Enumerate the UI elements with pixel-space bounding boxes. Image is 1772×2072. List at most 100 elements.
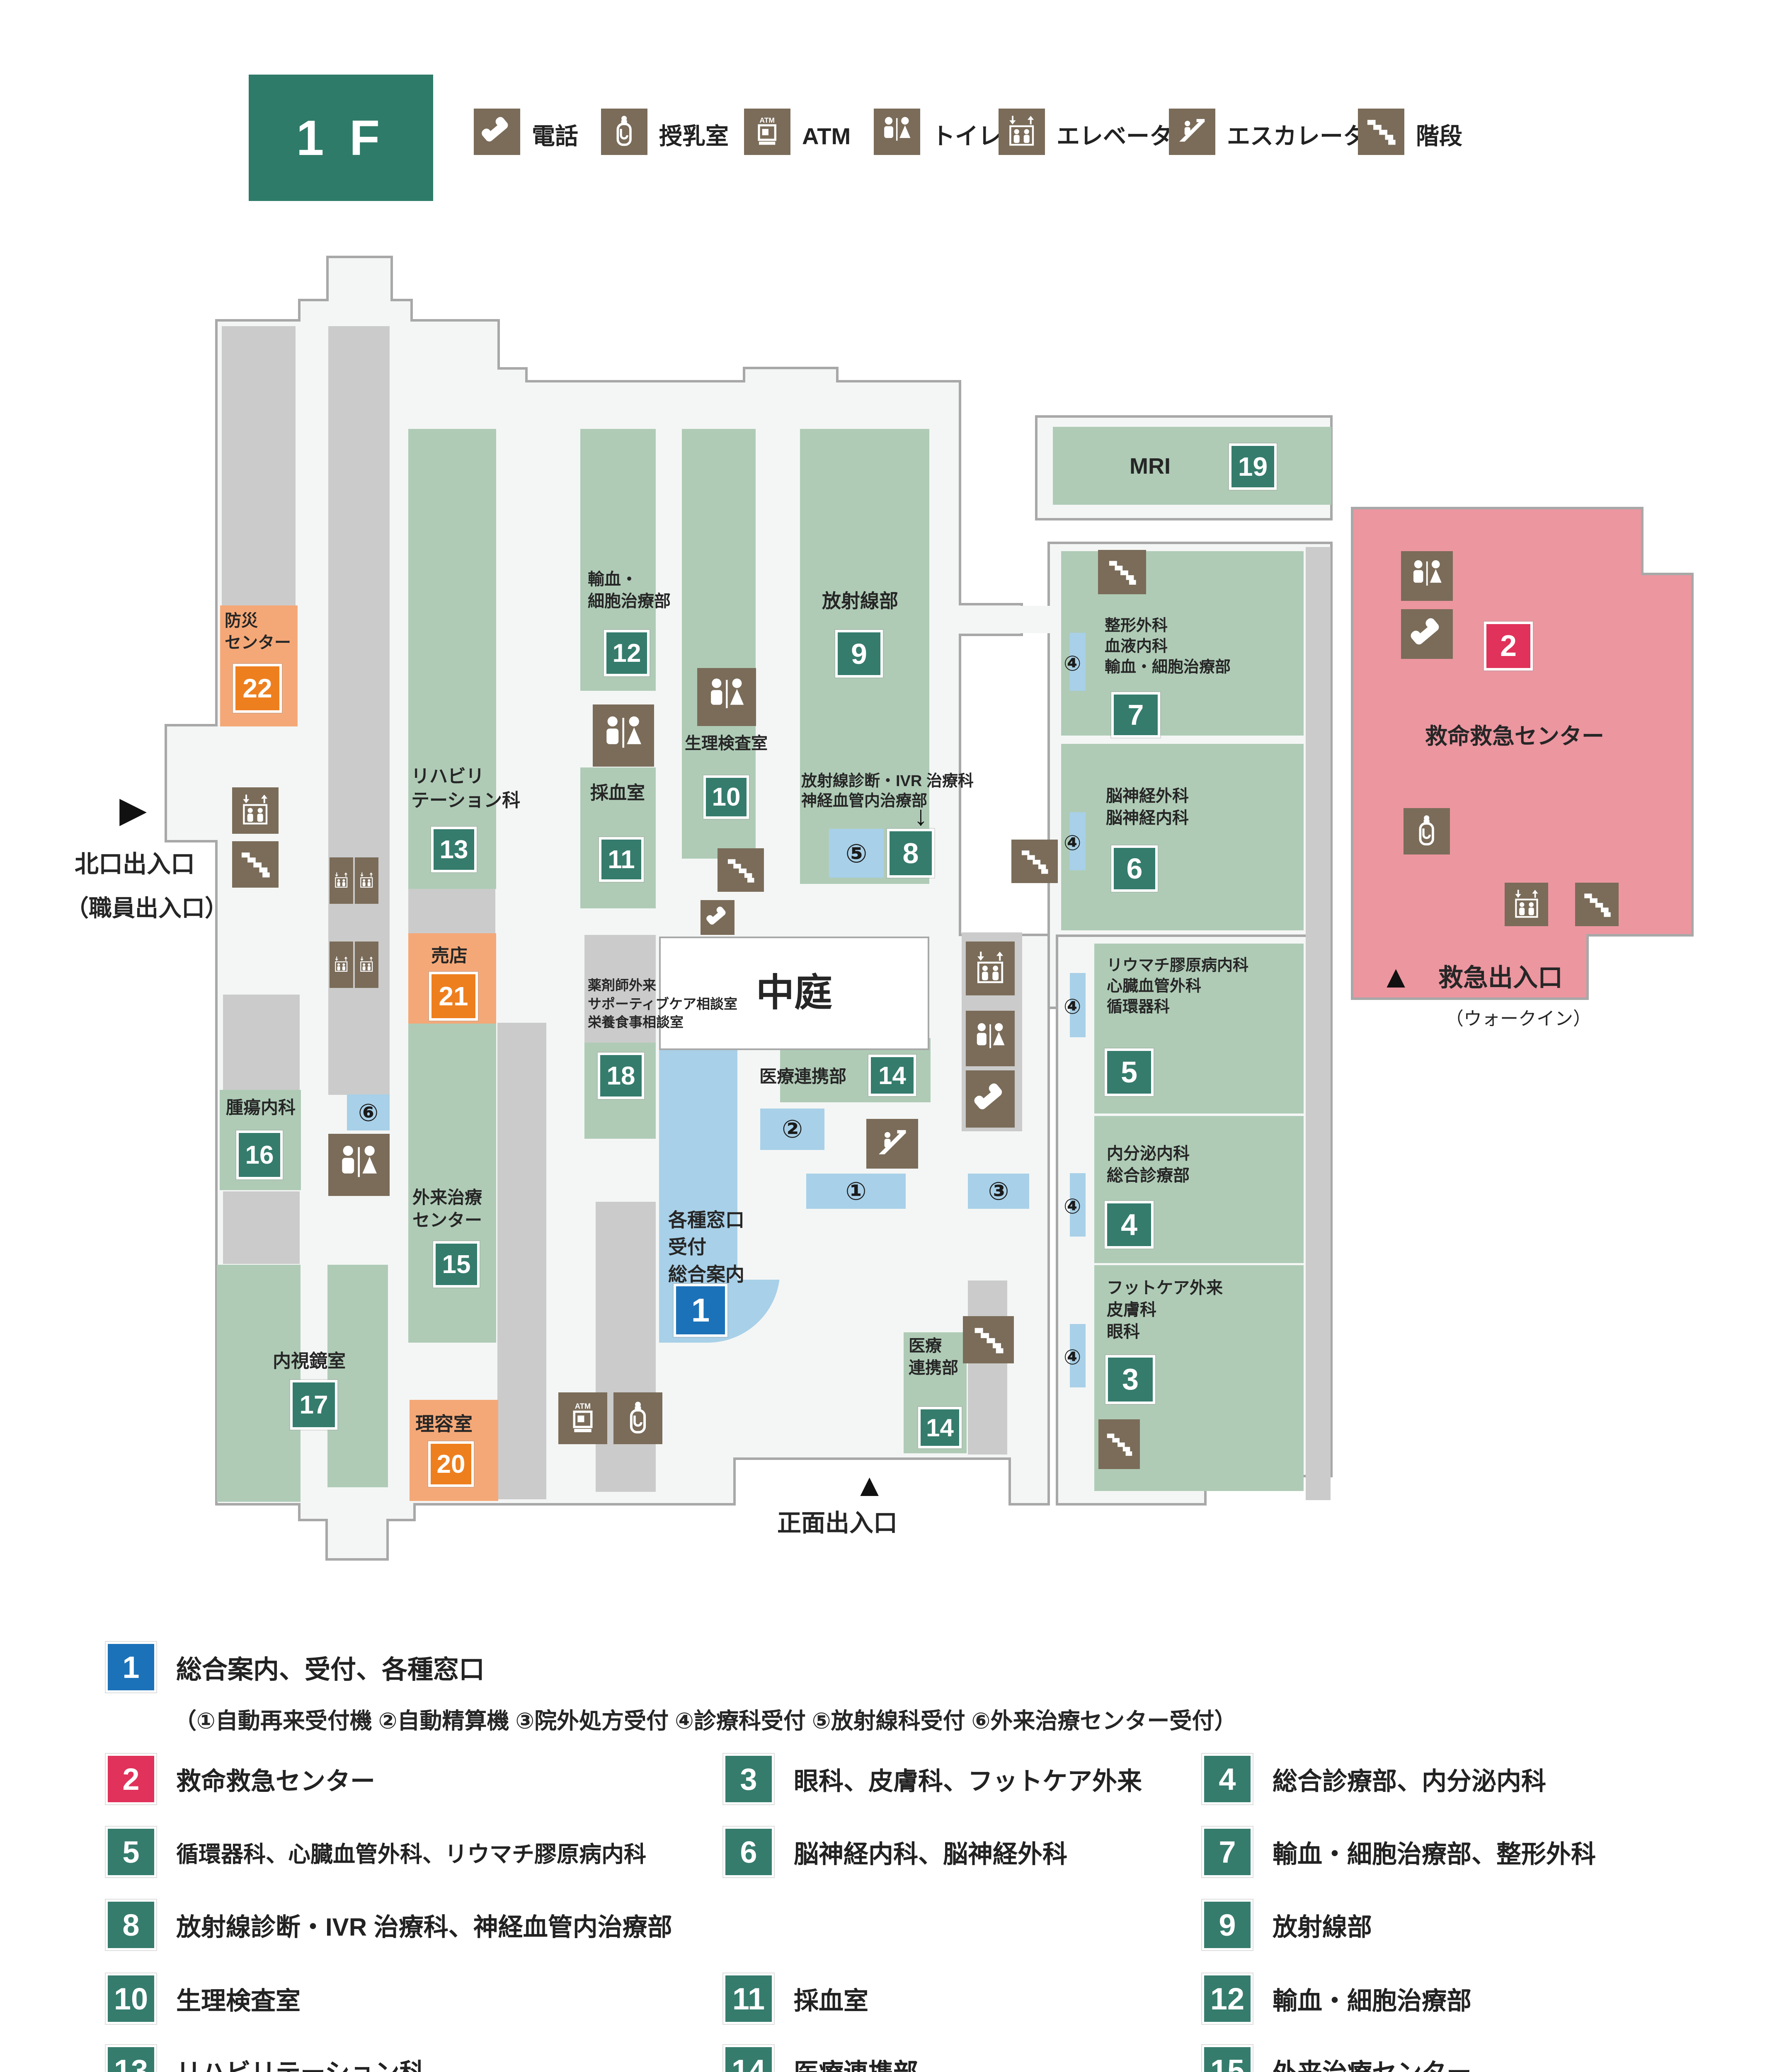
counter-4-strip [1070,1173,1086,1237]
elevator-icon [330,942,353,988]
stairs-icon [963,1316,1014,1363]
room-5-label: リウマチ膠原病内科 心臓血管外科 循環器科 [1107,957,1249,1016]
map-badge-4: 4 [1105,1201,1154,1249]
corridor [497,1023,546,1499]
courtyard-label: 中庭 [756,972,832,1014]
counter-4-strip [1070,973,1086,1037]
legend-badge-7: 7 [1202,1827,1253,1877]
legend-badge-5: 5 [106,1827,156,1877]
corridor [1306,939,1331,1500]
room-13-area [408,429,496,889]
counter-4: ④ [1064,652,1081,675]
room-2-label: 救命救急センター [1425,724,1604,749]
legend-nursing-label: 授乳室 [659,123,729,149]
room-15-area [408,1023,496,1343]
elevator-icon [330,857,353,904]
map-badge-22: 22 [233,664,282,713]
map-badge-9: 9 [835,630,883,678]
room-17-label: 内視鏡室 [273,1351,346,1371]
legend-item-6: 6 脳神経内科、脳神経外科 [723,1827,1067,1877]
legend-badge-14: 14 [723,2045,774,2072]
counter-4: ④ [1064,831,1081,854]
map-badge-10: 10 [703,775,749,819]
stairs-icon [1358,109,1404,155]
stairs-icon [1575,883,1619,926]
legend-badge-1: 1 [106,1642,156,1692]
elevator-icon [966,942,1015,995]
elevator-icon [355,942,378,988]
nursing-room-icon [613,1392,662,1444]
emergency-entrance-sublabel: （ウォークイン） [1445,1009,1591,1029]
room-17-area [217,1265,301,1502]
room-15-label: 外来治療 センター [412,1188,482,1230]
room-21-label: 売店 [431,946,468,966]
stairs-icon [1098,550,1146,594]
room-17-area [327,1265,388,1487]
room-4-label: 内分泌内科 総合診療部 [1107,1145,1190,1185]
legend-badge-4: 4 [1202,1754,1253,1804]
legend-item-15: 15 外来治療センター [1202,2045,1471,2072]
room-12-label: 輸血・ 細胞治療部 [588,570,671,610]
nursing-room-icon [601,109,647,155]
legend-text-1: 総合案内、受付、各種窓口 [176,1656,485,1684]
corridor [584,935,656,1043]
map-badge-1: 1 [674,1284,727,1337]
room-11-label: 採血室 [590,783,645,803]
room-3-label: フットケア外来 皮膚科 眼科 [1107,1279,1223,1341]
legend-item-1: 1 総合案内、受付、各種窓口 [106,1642,485,1692]
stairs-icon [1011,840,1058,883]
map-badge-21: 21 [429,972,478,1021]
legend-badge-15: 15 [1202,2045,1253,2072]
legend-stairs-label: 階段 [1416,123,1462,149]
legend-text-6: 脳神経内科、脳神経外科 [794,1840,1067,1868]
room-14-label: 医療連携部 [759,1067,847,1086]
map-badge-17: 17 [290,1380,337,1430]
main-entrance-arrow-icon: ▲ [854,1468,885,1503]
map-badge-2: 2 [1484,622,1533,670]
corridor [408,889,495,933]
phone-icon [1401,609,1453,659]
room-14b-label: 医療 連携部 [909,1337,958,1377]
legend-item-10: 10 生理検査室 [106,1973,301,2024]
corridor [1306,547,1331,1003]
map-badge-6: 6 [1111,845,1158,892]
counter-6: ⑥ [347,1094,390,1130]
atm-icon [744,109,790,155]
phone-icon [474,109,520,155]
legend-badge-10: 10 [106,1973,156,2024]
stairs-icon [718,848,764,892]
map-badge-3: 3 [1105,1355,1155,1404]
phone-icon [966,1070,1015,1128]
map-badge-14b: 14 [918,1407,962,1448]
courtyard: 中庭 [659,937,929,1050]
counter-4-strip [1070,633,1086,691]
counter-2: ② [760,1109,824,1150]
legend-text-11: 採血室 [794,1987,868,2015]
nursing-room-icon [1404,808,1450,854]
legend-item-11: 11 採血室 [723,1973,868,2024]
counter-4-strip [1070,1324,1086,1387]
counter-4: ④ [1064,1346,1081,1369]
room-16-label: 腫瘍内科 [226,1098,296,1117]
room-20-label: 理容室 [415,1413,473,1435]
legend-text-5: 循環器科、心臓血管外科、リウマチ膠原病内科 [176,1842,646,1867]
escalator-icon [1169,109,1215,155]
toilet-icon [1401,551,1453,601]
toilet-icon [328,1134,390,1196]
counter-4: ④ [1064,995,1081,1018]
legend-badge-11: 11 [723,1973,774,2024]
legend-item-9: 9 放射線部 [1202,1900,1372,1950]
counter-3: ③ [968,1174,1029,1209]
legend-badge-13: 13 [106,2045,156,2072]
counter-5: ⑤ [829,829,884,878]
elevator-icon [355,857,378,904]
north-entrance-label: 北口出入口 [75,851,195,878]
floor-badge: 1 F [249,75,433,201]
reception-label: 各種窓口 受付 総合案内 [668,1209,744,1285]
legend-item-14: 14 医療連携部 [723,2045,918,2072]
corridor [223,995,300,1092]
legend-badge-8: 8 [106,1900,156,1950]
map-badge-16: 16 [236,1130,283,1179]
room-18-label: 薬剤師外来 サポーティブケア相談室 栄養食事相談室 [588,978,738,1030]
